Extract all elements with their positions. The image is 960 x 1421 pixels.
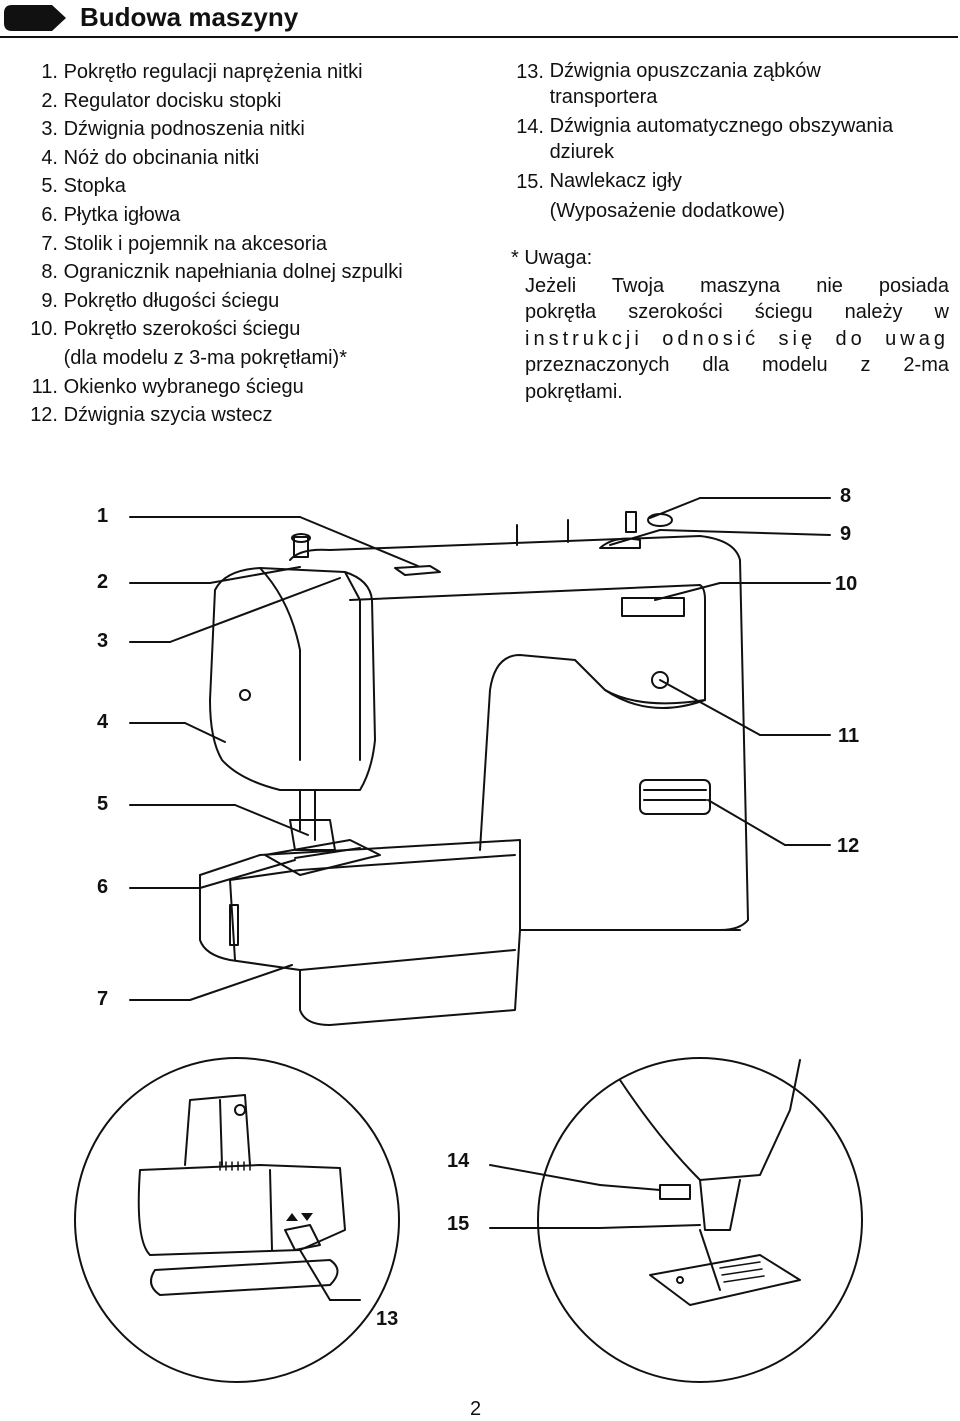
list-item: 15. Nawlekacz igły(Wyposażenie dodatkowe… xyxy=(516,170,786,222)
callout-13: 13 xyxy=(376,1308,399,1330)
section-tag-icon xyxy=(4,5,66,31)
list-item: 1. Pokrętło regulacji naprężenia nitki xyxy=(41,61,363,83)
list-item: 10. Pokrętło szerokości ściegu(dla model… xyxy=(30,318,347,369)
list-item: 3. Dźwignia podnoszenia nitki xyxy=(41,118,305,141)
list-item: 7. Stolik i pojemnik na akcesoria xyxy=(41,232,328,255)
callout-10: 10 xyxy=(835,573,858,595)
callout-12: 12 xyxy=(837,835,860,857)
callout-6: 6 xyxy=(97,876,109,898)
page-number: 2 xyxy=(470,1398,482,1420)
callout-1: 1 xyxy=(97,505,109,527)
note-body: Jeżeli Twoja maszyna nie posiada pokrętł… xyxy=(525,274,949,403)
callout-9: 9 xyxy=(840,523,852,545)
header-rule xyxy=(0,36,958,38)
note-heading: * Uwaga: xyxy=(511,247,593,269)
callout-2: 2 xyxy=(97,571,109,593)
section-title: Budowa maszyny xyxy=(80,2,299,32)
callout-15: 15 xyxy=(447,1213,470,1235)
list-item: 12. Dźwignia szycia wstecz xyxy=(30,404,273,427)
parts-list-left: 1. Pokrętło regulacji naprężenia nitki 2… xyxy=(25,58,465,430)
list-item: 5. Stopka xyxy=(41,175,126,198)
section-header: Budowa maszyny xyxy=(0,0,960,40)
list-item: 8. Ogranicznik napełniania dolnej szpulk… xyxy=(41,261,403,284)
list-item: 4. Nóż do obcinania nitki xyxy=(41,146,260,169)
callout-11: 11 xyxy=(838,725,860,747)
list-item: 2. Regulator docisku stopki xyxy=(41,89,282,112)
callout-4: 4 xyxy=(97,711,109,733)
list-item: 11. Okienko wybranego ściegu xyxy=(31,375,304,398)
callout-14: 14 xyxy=(447,1150,470,1172)
list-item: 9. Pokrętło długości ściegu xyxy=(41,289,280,312)
callout-7: 7 xyxy=(97,988,109,1010)
callout-8: 8 xyxy=(840,485,852,507)
callout-3: 3 xyxy=(97,630,109,652)
callout-5: 5 xyxy=(97,793,109,815)
list-item: 6. Płytka igłowa xyxy=(41,203,181,226)
